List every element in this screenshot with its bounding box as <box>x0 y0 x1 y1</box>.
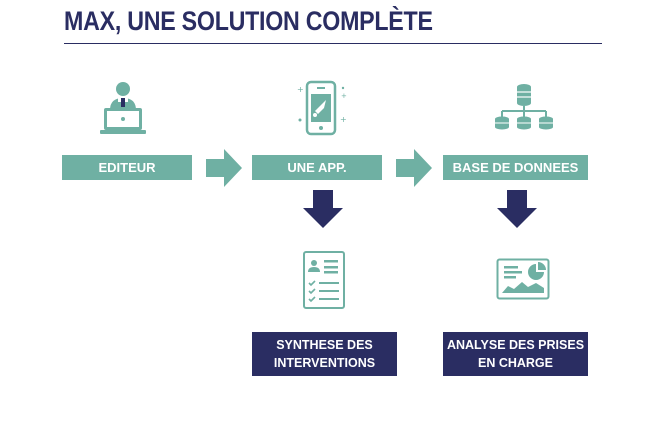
title-underline <box>64 43 602 44</box>
analyse-text: ANALYSE DES PRISES EN CHARGE <box>447 336 584 372</box>
app-box: UNE APP. <box>252 155 382 180</box>
base-label: BASE DE DONNEES <box>452 160 579 175</box>
person-laptop-icon <box>100 82 146 134</box>
synthese-line-1: SYNTHESE DES <box>276 338 373 352</box>
arrow-right-2-icon <box>396 149 432 187</box>
base-box: BASE DE DONNEES <box>443 155 588 180</box>
smartphone-rocket-icon: + + + <box>297 80 347 136</box>
analyse-box: ANALYSE DES PRISES EN CHARGE <box>443 332 588 376</box>
report-checklist-icon <box>303 251 345 309</box>
arrow-down-1-icon <box>303 190 343 228</box>
svg-text:+: + <box>340 115 347 124</box>
synthese-text: SYNTHESE DES INTERVENTIONS <box>274 336 375 372</box>
analyse-line-1: ANALYSE DES PRISES <box>446 338 585 352</box>
arrow-down-2-icon <box>497 190 537 228</box>
analyse-line-2: EN CHARGE <box>477 356 553 370</box>
synthese-line-2: INTERVENTIONS <box>273 356 376 370</box>
synthese-box: SYNTHESE DES INTERVENTIONS <box>252 332 397 376</box>
arrow-right-1-icon <box>206 149 242 187</box>
svg-text:+: + <box>341 92 347 100</box>
page-title: MAX, UNE SOLUTION COMPLÈTE <box>64 6 433 36</box>
editeur-box: EDITEUR <box>62 155 192 180</box>
database-hierarchy-icon <box>495 84 553 130</box>
app-label: UNE APP. <box>287 160 347 175</box>
svg-text:+: + <box>297 85 304 94</box>
analytics-dashboard-icon <box>496 258 550 300</box>
editeur-label: EDITEUR <box>98 160 156 175</box>
